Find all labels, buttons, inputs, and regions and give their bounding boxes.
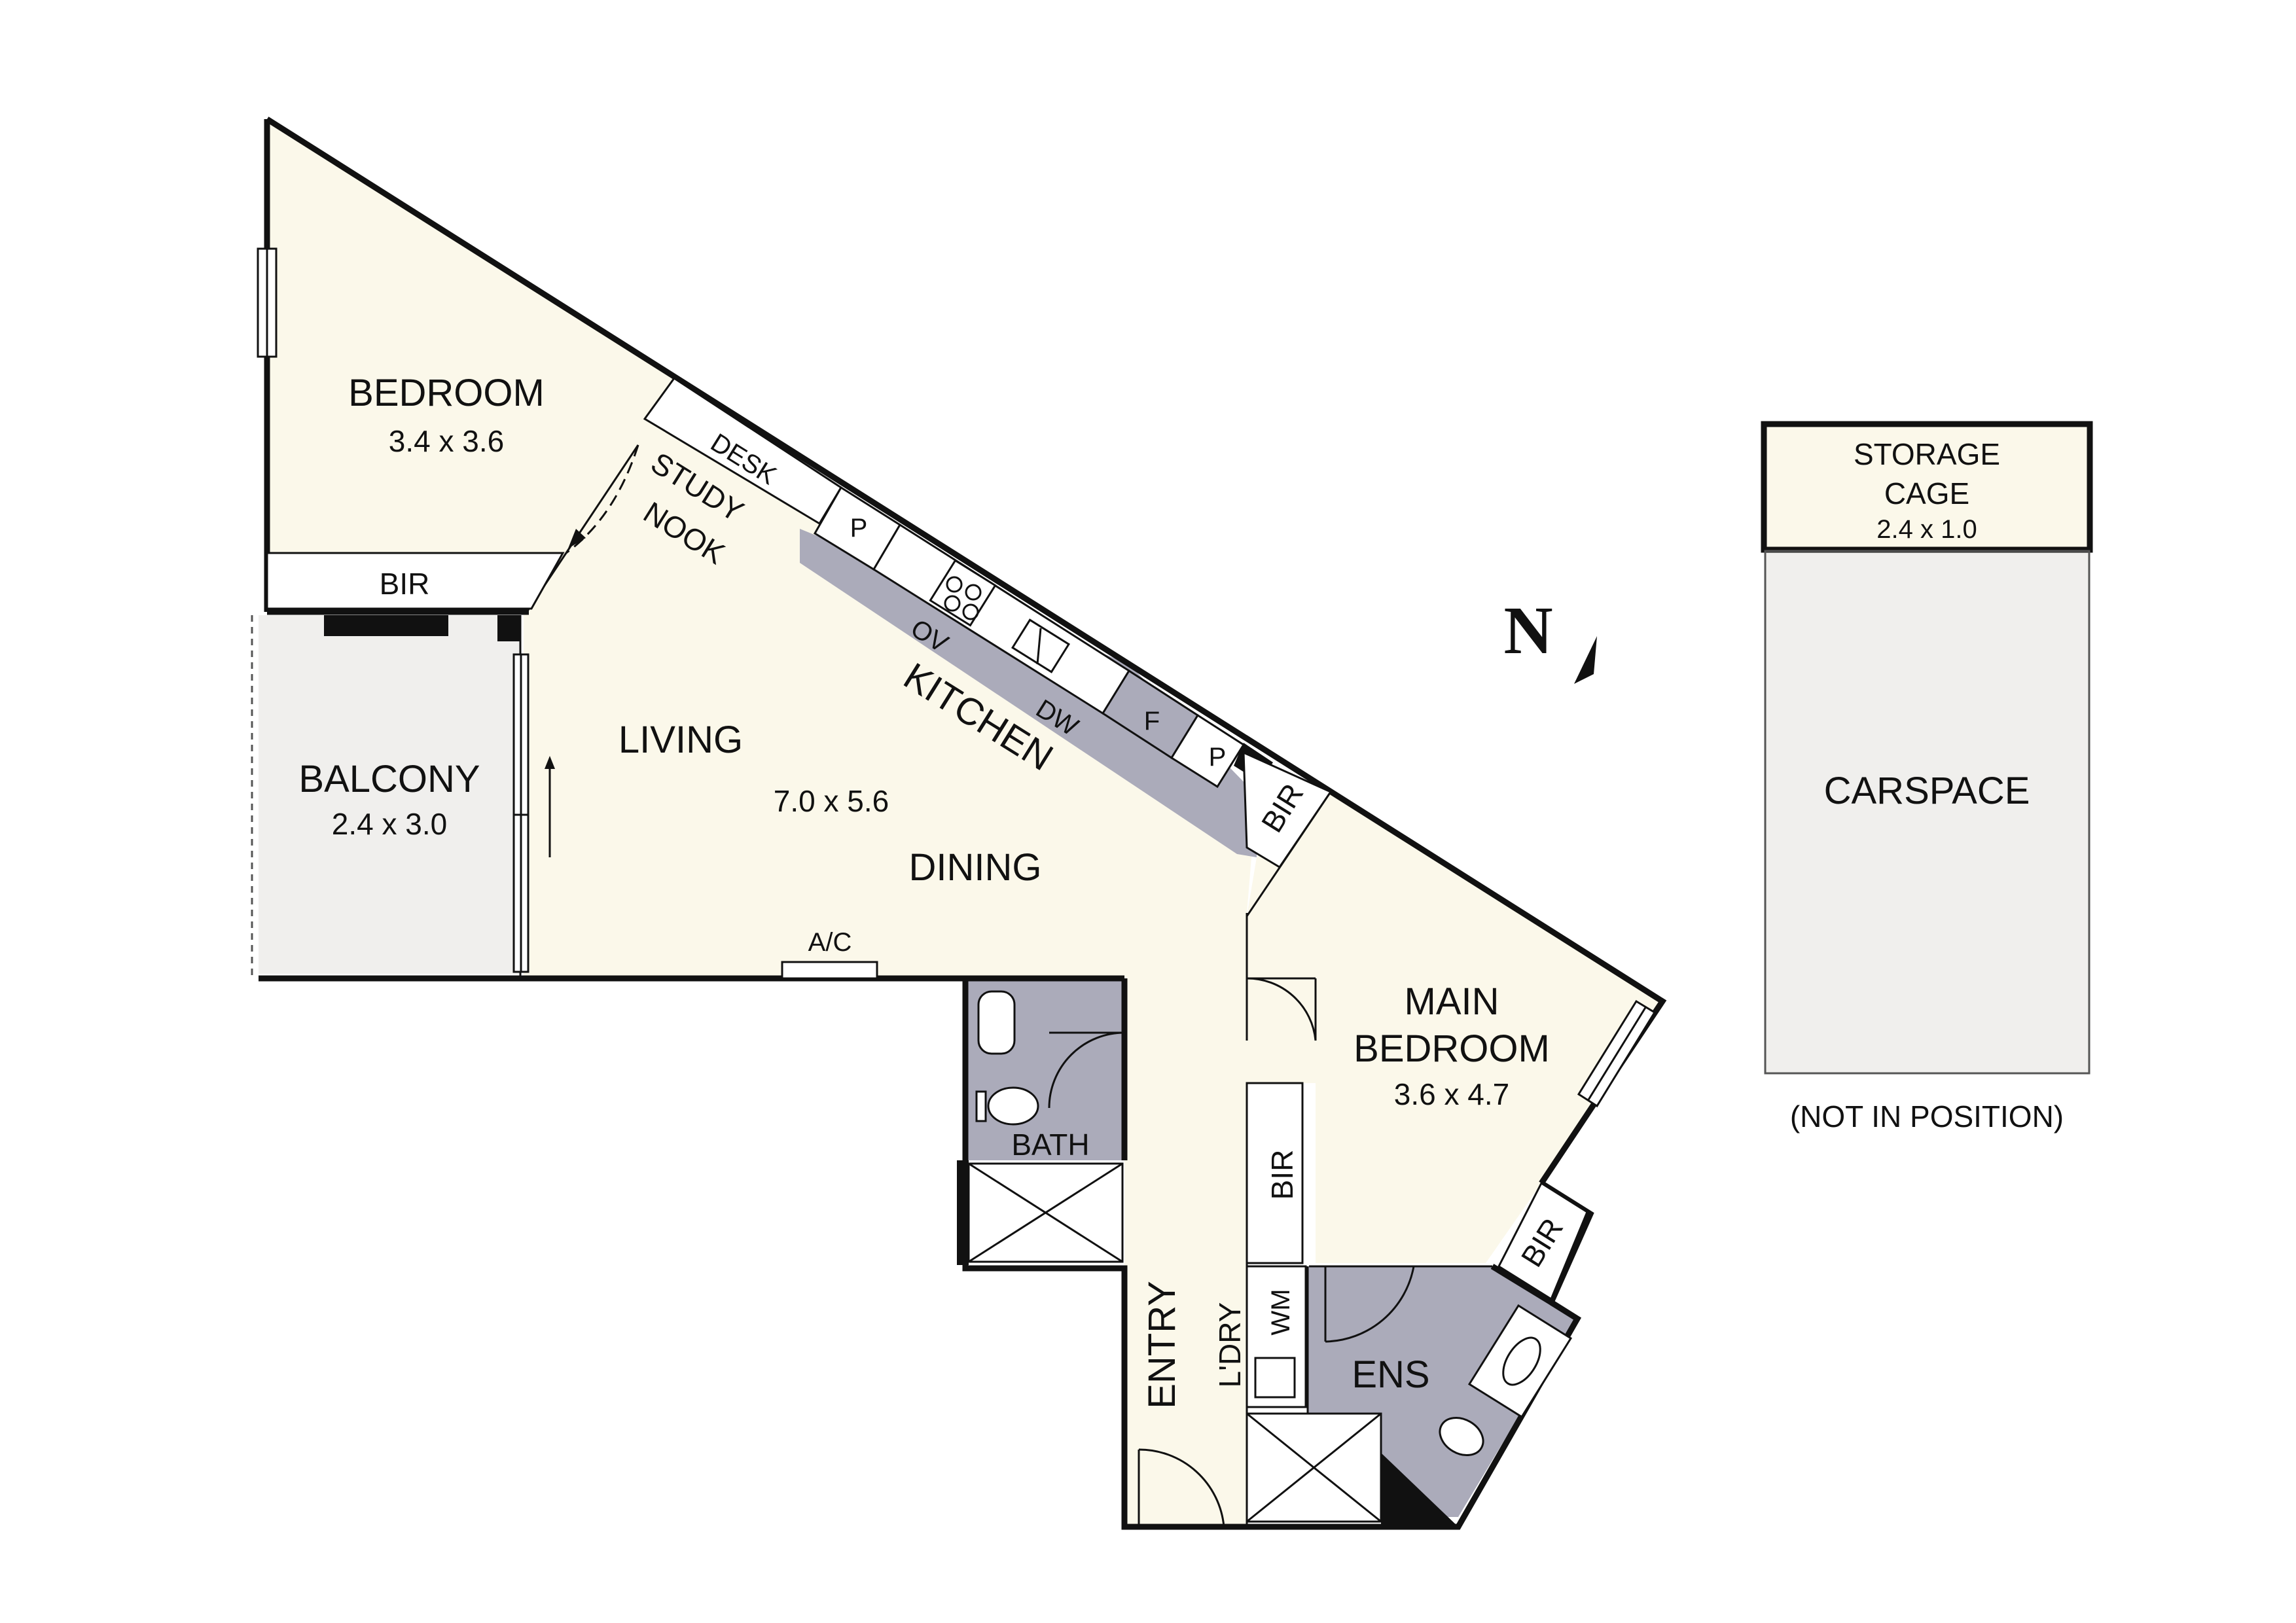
storage-cage-floor xyxy=(1764,424,2090,550)
cooktop-burner-3 xyxy=(944,595,961,612)
ensuite-toilet-icon xyxy=(1439,1416,1484,1457)
living-label: LIVING xyxy=(619,719,743,761)
carspace-label: CARSPACE xyxy=(1824,770,2030,812)
pantry-2 xyxy=(1170,713,1246,789)
fridge-label: F xyxy=(1144,707,1160,736)
cooktop-burner-1 xyxy=(946,576,963,593)
north-arrow-icon xyxy=(1574,636,1597,684)
fixtures xyxy=(266,376,2093,1523)
bir-hall xyxy=(1246,1082,1304,1264)
bath-shower-x2 xyxy=(968,1162,1123,1263)
compass: N xyxy=(1503,593,1597,684)
bathtub-icon xyxy=(977,990,1016,1055)
main-bedroom-label-2: BEDROOM xyxy=(1354,1027,1550,1070)
balcony-floor xyxy=(259,615,520,974)
laundry-label: L'DRY xyxy=(1213,1302,1247,1388)
cooktop-burner-2 xyxy=(965,584,982,601)
ensuite-label: ENS xyxy=(1352,1353,1429,1396)
outer-wall-diagonal xyxy=(265,116,1667,1185)
bath-toilet-cistern xyxy=(975,1090,987,1122)
balcony-label: BALCONY xyxy=(298,758,480,800)
main-bedroom-label-1: MAIN xyxy=(1405,980,1499,1023)
kitchen-bench-floor xyxy=(800,529,1257,857)
living-size: 7.0 x 5.6 xyxy=(774,784,889,818)
ensuite-corner-nib xyxy=(1381,1453,1458,1527)
ensuite-basin-icon xyxy=(1502,1336,1541,1386)
ac-label: A/C xyxy=(808,928,852,957)
bath-label: BATH xyxy=(1011,1128,1089,1162)
bir-hall-label: BIR xyxy=(1265,1150,1299,1200)
outer-wall-bottom-right xyxy=(1230,1300,1582,1530)
cooktop-burner-4 xyxy=(962,603,979,620)
carspace xyxy=(1764,550,2090,1075)
bath-toilet-icon xyxy=(987,1086,1039,1126)
carspace-note: (NOT IN POSITION) xyxy=(1790,1099,2064,1133)
storage-cage xyxy=(1761,421,2093,553)
balcony-wall-nib xyxy=(324,615,448,636)
openings xyxy=(251,247,1657,1527)
bedroom-door-arc xyxy=(565,444,639,554)
pantry-2-label: P xyxy=(1209,743,1227,772)
bedroom-size: 3.4 x 3.6 xyxy=(389,424,504,458)
dining-label: DINING xyxy=(909,846,1042,889)
wm-label: WM xyxy=(1266,1289,1295,1335)
bir-main-side xyxy=(1498,1181,1588,1301)
main-bedroom-door-arc xyxy=(1246,977,1317,1041)
washing-machine-icon xyxy=(1254,1357,1296,1399)
balcony-size: 2.4 x 3.0 xyxy=(332,807,447,841)
bath-door-arc xyxy=(1048,1031,1125,1109)
storage-label-2: CAGE xyxy=(1884,476,1969,510)
ensuite-shower-x2 xyxy=(1246,1412,1382,1523)
bedroom-bir-label: BIR xyxy=(380,567,430,601)
corner-nib xyxy=(497,615,520,641)
sink-divider xyxy=(1036,628,1042,665)
sink-icon xyxy=(1011,618,1070,673)
storage-size: 2.4 x 1.0 xyxy=(1876,515,1977,544)
bedroom-floor xyxy=(267,119,674,553)
main-bedroom-window-pane xyxy=(1587,1006,1647,1101)
main-bedroom-size: 3.6 x 4.7 xyxy=(1394,1077,1509,1111)
bedroom-bir xyxy=(266,552,565,610)
bath-wall-nib xyxy=(957,1160,969,1265)
entry-label: ENTRY xyxy=(1141,1281,1183,1409)
pantry-1-label: P xyxy=(850,514,868,543)
bedroom-door-arrow-icon xyxy=(568,529,586,548)
bir-main-top xyxy=(1242,751,1333,869)
storage-label-1: STORAGE xyxy=(1854,437,2000,471)
carspace-floor xyxy=(1765,551,2089,1073)
north-label: N xyxy=(1503,593,1552,668)
air-conditioner xyxy=(781,961,878,980)
entry-door-arc xyxy=(1138,1448,1225,1527)
main-bedroom-floor xyxy=(1247,792,1662,1263)
walls xyxy=(259,116,1667,1530)
ensuite-door-arc xyxy=(1325,1266,1415,1343)
sliding-arrowhead-icon xyxy=(545,756,555,769)
bedroom-label: BEDROOM xyxy=(348,372,545,414)
